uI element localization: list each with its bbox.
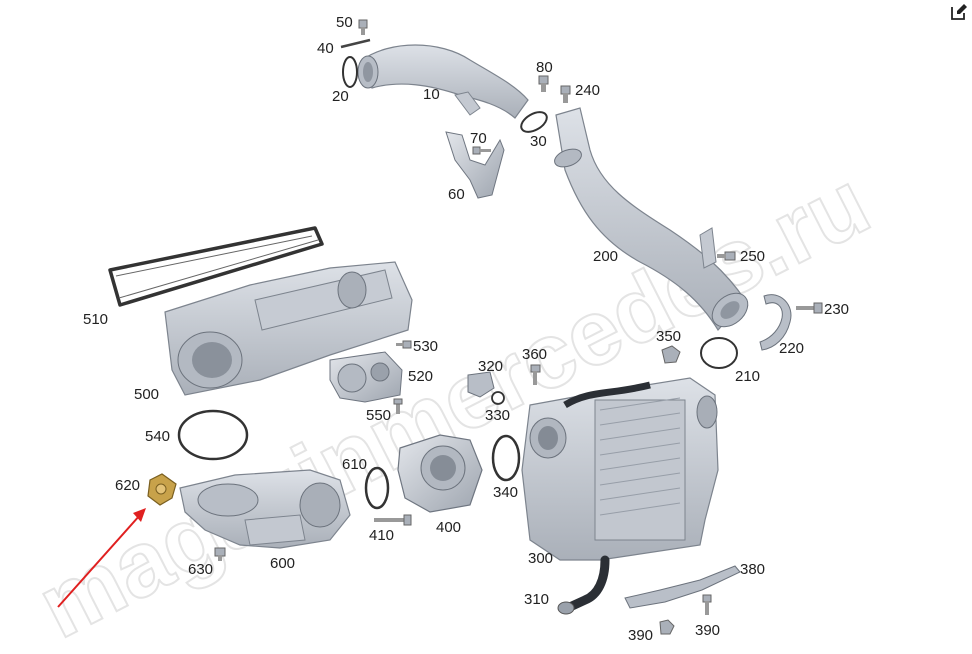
callout-520[interactable]: 520 xyxy=(408,368,434,385)
callout-620[interactable]: 620 xyxy=(115,477,141,494)
part-310-hose[interactable] xyxy=(557,555,610,615)
callout-300[interactable]: 300 xyxy=(528,550,554,567)
callout-320[interactable]: 320 xyxy=(478,358,504,375)
part-30-o-ring[interactable] xyxy=(518,108,550,136)
part-40-clip[interactable] xyxy=(340,38,371,49)
callout-600[interactable]: 600 xyxy=(270,555,296,572)
part-10-intake-hose[interactable] xyxy=(357,44,529,119)
callout-60[interactable]: 60 xyxy=(448,186,465,203)
part-380-bracket[interactable] xyxy=(624,565,741,609)
part-500-intake-manifold[interactable] xyxy=(164,261,413,396)
part-330-o-ring[interactable] xyxy=(491,391,505,405)
callout-400[interactable]: 400 xyxy=(436,519,462,536)
part-610-o-ring[interactable] xyxy=(364,466,390,510)
callout-500[interactable]: 500 xyxy=(134,386,160,403)
part-80-bolt[interactable] xyxy=(538,75,549,92)
part-530-bolt[interactable] xyxy=(396,340,412,349)
callout-390-right[interactable]: 390 xyxy=(695,622,721,639)
part-200-charge-pipe[interactable] xyxy=(552,107,754,334)
part-240-bolt[interactable] xyxy=(560,85,571,103)
callout-380[interactable]: 380 xyxy=(740,561,766,578)
callout-340[interactable]: 340 xyxy=(493,484,519,501)
callout-10[interactable]: 10 xyxy=(423,86,440,103)
callout-390-left[interactable]: 390 xyxy=(628,627,654,644)
callout-30[interactable]: 30 xyxy=(530,133,547,150)
part-550-bolt[interactable] xyxy=(393,398,403,414)
callout-20[interactable]: 20 xyxy=(332,88,349,105)
part-620-sensor[interactable] xyxy=(147,473,177,506)
part-520-actuator[interactable] xyxy=(329,351,403,403)
part-50-bolt[interactable] xyxy=(358,19,368,35)
callout-330[interactable]: 330 xyxy=(485,407,511,424)
callout-530[interactable]: 530 xyxy=(413,338,439,355)
callout-350[interactable]: 350 xyxy=(656,328,682,345)
part-410-bolt[interactable] xyxy=(374,514,412,526)
callout-40[interactable]: 40 xyxy=(317,40,334,57)
callout-360[interactable]: 360 xyxy=(522,346,548,363)
callout-540[interactable]: 540 xyxy=(145,428,171,445)
part-350-nut[interactable] xyxy=(661,345,681,364)
part-300-intercooler[interactable] xyxy=(521,377,719,561)
part-70-bolt[interactable] xyxy=(472,146,491,155)
callout-200[interactable]: 200 xyxy=(593,248,619,265)
part-210-o-ring[interactable] xyxy=(700,337,738,369)
part-400-throttle-valve[interactable] xyxy=(397,434,483,513)
callout-70[interactable]: 70 xyxy=(470,130,487,147)
part-510-gasket[interactable] xyxy=(108,226,324,307)
part-250-bolt[interactable] xyxy=(717,251,736,261)
part-320-flange[interactable] xyxy=(467,371,495,398)
part-390-bolt-a[interactable] xyxy=(659,619,675,635)
edit-icon[interactable] xyxy=(950,3,968,21)
callout-310[interactable]: 310 xyxy=(524,591,550,608)
callout-230[interactable]: 230 xyxy=(824,301,850,318)
callout-410[interactable]: 410 xyxy=(369,527,395,544)
part-20-o-ring[interactable] xyxy=(342,56,358,88)
pointer-arrow xyxy=(57,508,146,608)
part-390-bolt-b[interactable] xyxy=(702,594,712,615)
part-340-o-ring[interactable] xyxy=(491,434,521,482)
part-230-bolt[interactable] xyxy=(796,302,823,314)
callout-630[interactable]: 630 xyxy=(188,561,214,578)
callout-510[interactable]: 510 xyxy=(83,311,109,328)
callout-240[interactable]: 240 xyxy=(575,82,601,99)
part-630-bolt[interactable] xyxy=(214,547,226,561)
part-540-o-ring[interactable] xyxy=(177,409,249,461)
part-360-bolt[interactable] xyxy=(530,364,541,385)
part-600-housing[interactable] xyxy=(179,469,351,549)
callout-250[interactable]: 250 xyxy=(740,248,766,265)
part-220-clamp[interactable] xyxy=(759,294,792,351)
part-60-bracket[interactable] xyxy=(445,131,505,199)
callout-610[interactable]: 610 xyxy=(342,456,368,473)
callout-210[interactable]: 210 xyxy=(735,368,761,385)
callout-220[interactable]: 220 xyxy=(779,340,805,357)
callout-50[interactable]: 50 xyxy=(336,14,353,31)
callout-550[interactable]: 550 xyxy=(366,407,392,424)
callout-80[interactable]: 80 xyxy=(536,59,553,76)
